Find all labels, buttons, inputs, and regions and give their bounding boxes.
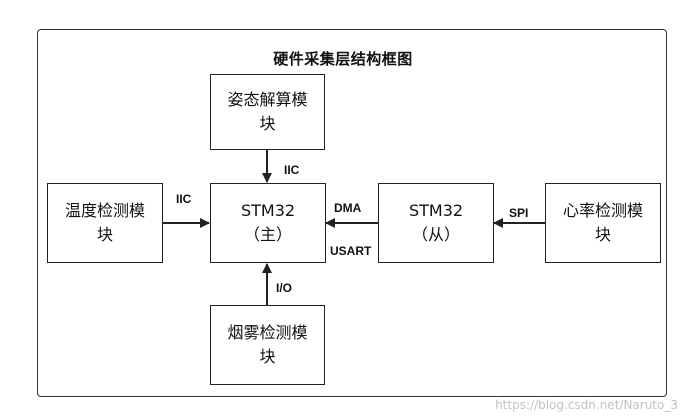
node-stm32-slave-line-2: （从） xyxy=(411,225,460,244)
edge-label-spi: SPI xyxy=(509,206,529,220)
watermark-text: https://blog.csdn.net/Naruto_3 xyxy=(495,398,678,412)
node-posture-line-2: 块 xyxy=(259,114,276,133)
node-stm32-slave-line-1: STM32 xyxy=(408,201,464,220)
node-stm32-slave: STM32 （从） xyxy=(378,183,494,263)
node-temperature: 温度检测模 块 xyxy=(47,183,163,263)
edge-label-io: I/O xyxy=(276,281,293,295)
node-posture: 姿态解算模 块 xyxy=(210,74,325,150)
edge-label-temperature-iic: IIC xyxy=(176,192,192,206)
node-stm32-master-line-2: （主） xyxy=(243,225,292,244)
node-heart-rate-line-2: 块 xyxy=(594,225,611,244)
node-stm32-master: STM32 （主） xyxy=(210,183,326,263)
edge-label-posture-iic: IIC xyxy=(284,163,300,177)
node-heart-rate-line-1: 心率检测模 xyxy=(562,201,643,220)
diagram-title: 硬件采集层结构框图 xyxy=(273,50,413,68)
node-smoke: 烟雾检测模 块 xyxy=(210,305,325,385)
node-temperature-line-1: 温度检测模 xyxy=(64,201,145,220)
node-smoke-line-1: 烟雾检测模 xyxy=(227,323,308,342)
edge-label-usart: USART xyxy=(330,244,372,258)
diagram-frame xyxy=(37,29,667,397)
edge-label-dma: DMA xyxy=(334,201,362,215)
node-temperature-line-2: 块 xyxy=(96,225,113,244)
node-smoke-line-2: 块 xyxy=(259,347,276,366)
node-heart-rate: 心率检测模 块 xyxy=(545,183,661,263)
node-posture-line-1: 姿态解算模 xyxy=(227,90,308,109)
node-stm32-master-line-1: STM32 xyxy=(240,201,296,220)
